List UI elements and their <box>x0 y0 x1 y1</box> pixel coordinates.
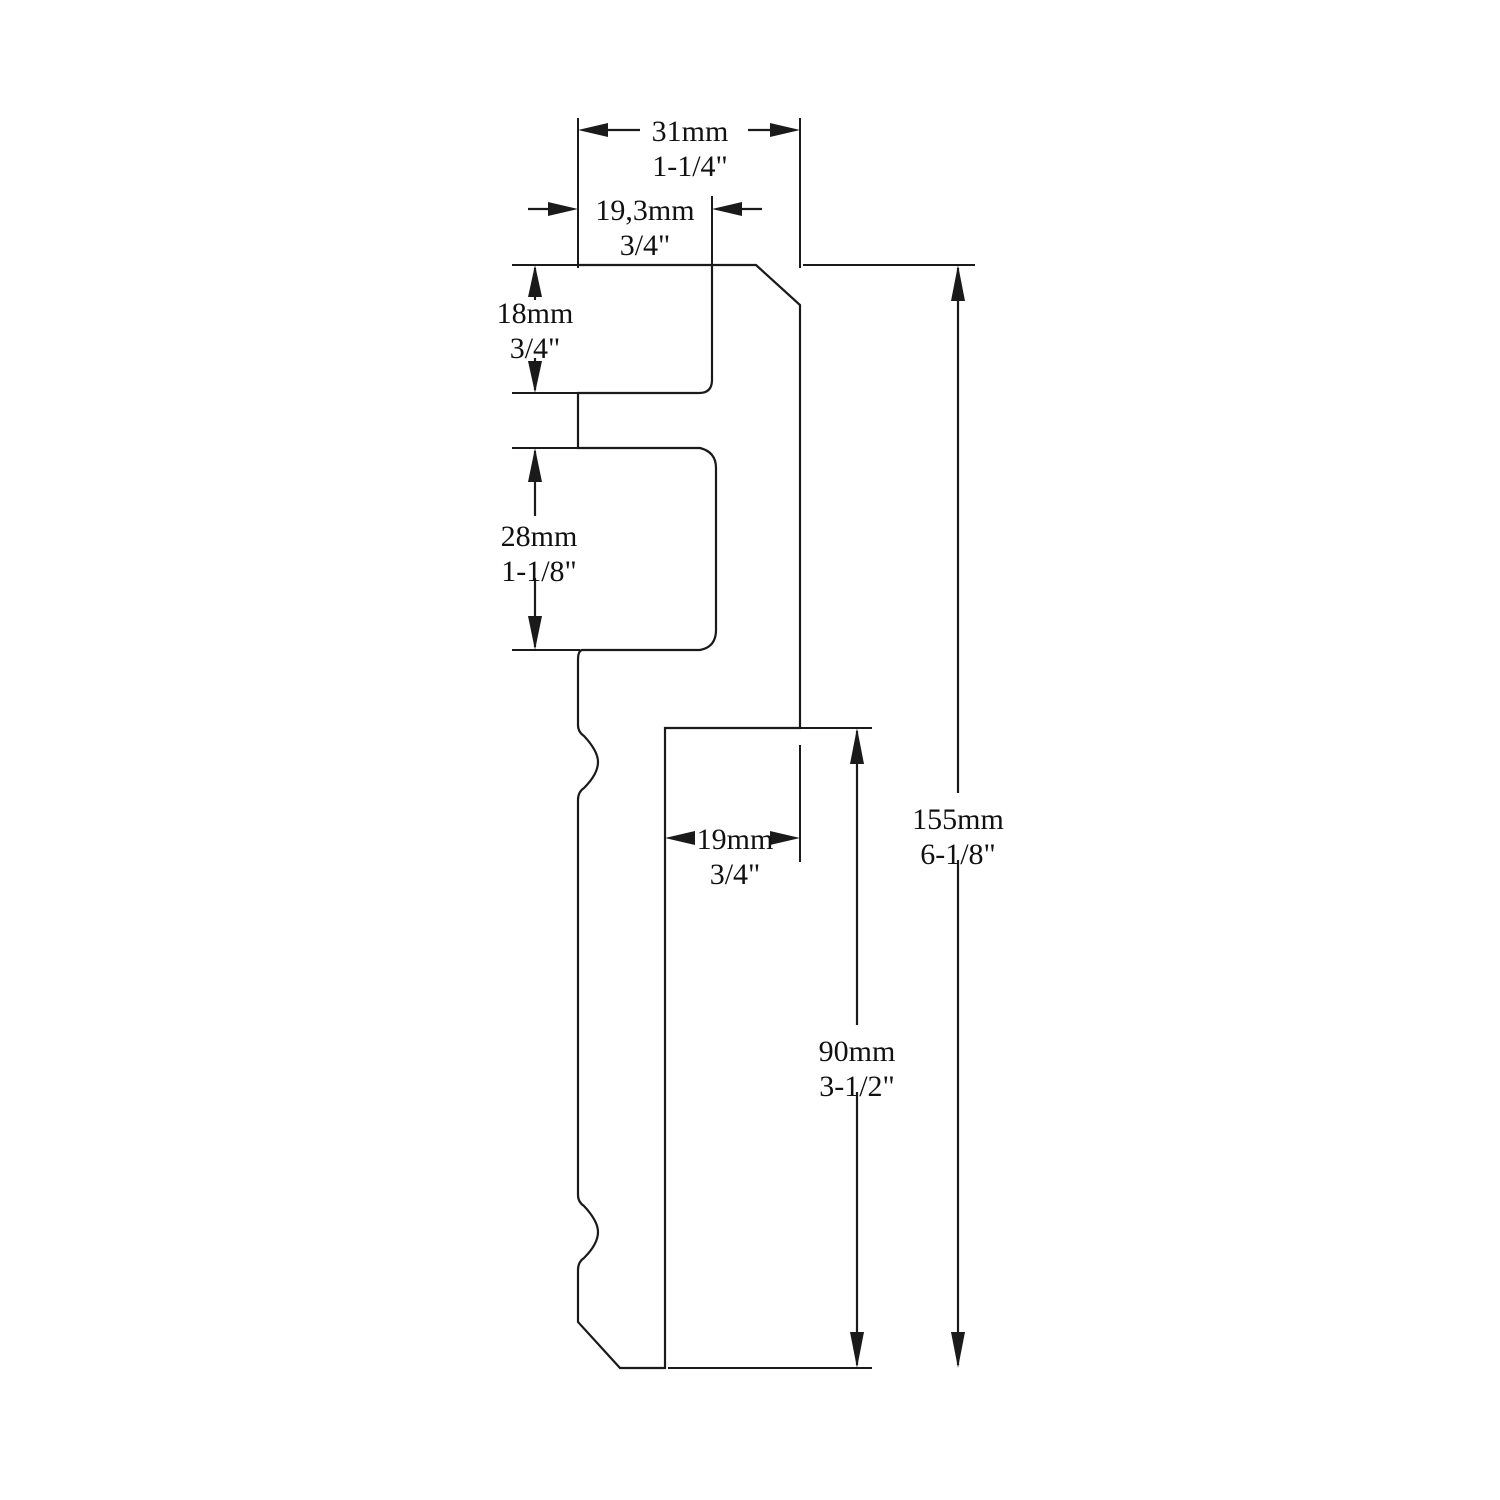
arrow-18mm-top <box>528 265 542 297</box>
arrow-rabbet-left <box>548 202 578 216</box>
arrow-90mm-top <box>850 728 864 764</box>
dimension-base-thickness: 19mm 3/4" <box>665 745 801 891</box>
label-overall-width-metric: 31mm <box>652 115 729 148</box>
dimension-overall-width: 31mm 1-1/4" <box>577 115 801 268</box>
arrow-90mm-bottom <box>850 1332 864 1368</box>
moulding-profile-path <box>576 263 802 1370</box>
label-base-height-imperial: 3-1/2" <box>819 1070 895 1103</box>
profile-outline-group <box>576 263 802 1370</box>
label-overall-height-metric: 155mm <box>912 803 1004 836</box>
dimension-rabbet-width: 19,3mm 3/4" <box>528 194 762 268</box>
label-top-step-metric: 18mm <box>497 297 574 330</box>
arrow-155mm-top <box>951 265 965 301</box>
dimension-overall-height: 155mm 6-1/8" <box>803 264 1004 1368</box>
arrow-width-right <box>770 123 800 137</box>
dimension-top-step-height: 18mm 3/4" <box>497 264 580 394</box>
label-base-thickness-imperial: 3/4" <box>710 858 761 891</box>
label-base-thickness-metric: 19mm <box>697 823 774 856</box>
label-rabbet-width-imperial: 3/4" <box>620 229 671 262</box>
label-middle-step-imperial: 1-1/8" <box>501 555 577 588</box>
label-base-height-metric: 90mm <box>819 1035 896 1068</box>
arrow-width-left <box>578 123 608 137</box>
label-rabbet-width-metric: 19,3mm <box>595 194 694 227</box>
label-middle-step-metric: 28mm <box>501 520 578 553</box>
arrow-18mm-bottom <box>528 361 542 393</box>
arrow-28mm-top <box>528 448 542 482</box>
label-overall-width-imperial: 1-1/4" <box>652 150 728 183</box>
dimension-base-height: 90mm 3-1/2" <box>668 727 896 1369</box>
label-overall-height-imperial: 6-1/8" <box>920 838 996 871</box>
dimension-middle-step-height: 28mm 1-1/8" <box>501 447 580 651</box>
arrow-rabbet-right <box>712 202 742 216</box>
arrow-19mm-left <box>665 831 695 845</box>
arrow-28mm-bottom <box>528 616 542 650</box>
arrow-19mm-right <box>770 831 800 845</box>
arrow-155mm-bottom <box>951 1332 965 1368</box>
label-top-step-imperial: 3/4" <box>510 332 561 365</box>
